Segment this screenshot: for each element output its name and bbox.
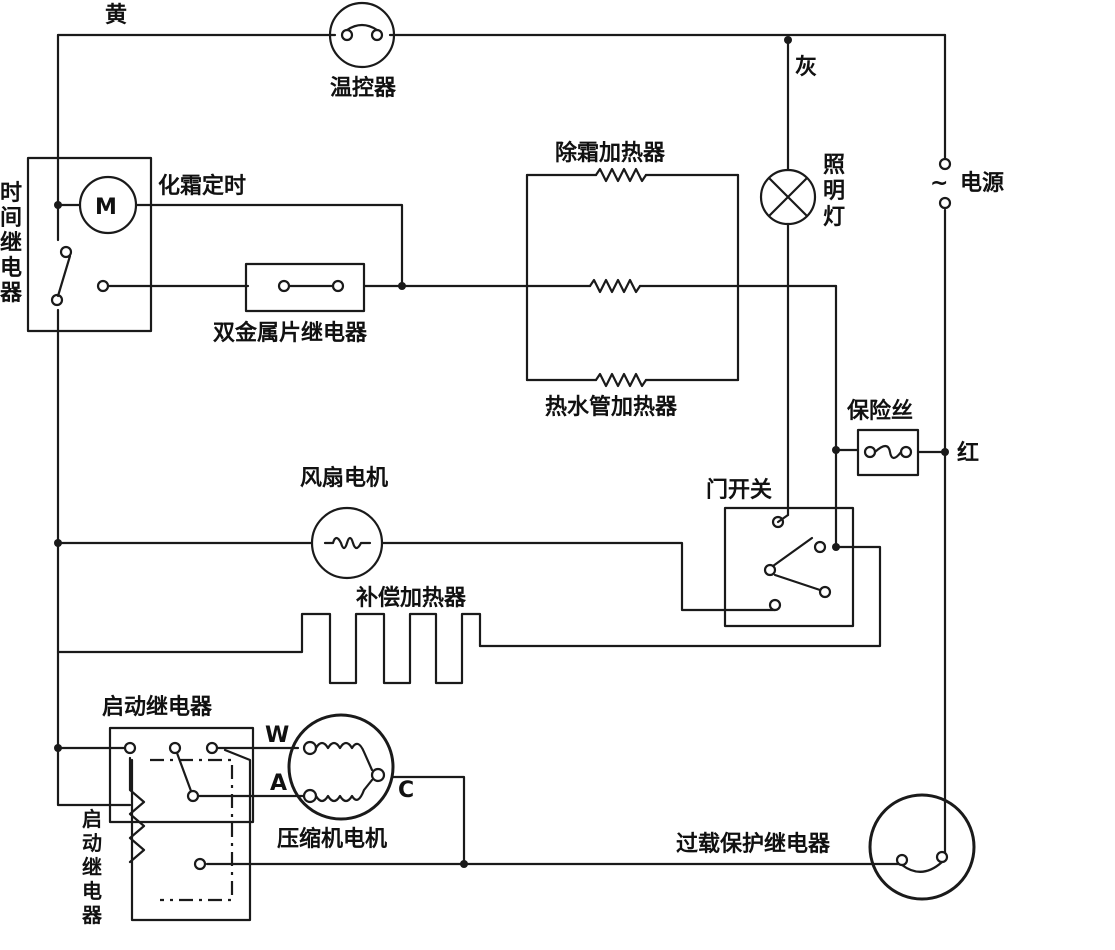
label-hot-water-heater: 热水管加热器 xyxy=(545,394,678,420)
label-time-relay-3: 继 xyxy=(0,230,22,256)
label-c: C xyxy=(398,778,414,803)
label-motor-m: M xyxy=(95,195,117,220)
labels: 黄 温控器 灰 时 间 继 电 器 M 化霜定时 除霜加热器 照 明 灯 ~ 电… xyxy=(0,3,1004,927)
label-start-relay-top: 启动继电器 xyxy=(102,694,213,720)
wires xyxy=(56,33,947,922)
label-thermostat: 温控器 xyxy=(330,75,397,101)
label-gray: 灰 xyxy=(795,54,817,80)
label-lamp-3: 灯 xyxy=(823,205,845,230)
label-time-relay-2: 间 xyxy=(0,206,22,231)
label-start-relay-side-1: 启 xyxy=(82,807,102,831)
label-start-relay-side-5: 器 xyxy=(81,903,103,927)
label-defrost-timer: 化霜定时 xyxy=(158,173,246,199)
label-start-relay-side-2: 动 xyxy=(82,831,102,855)
thermostat xyxy=(328,1,792,69)
compressor-motor xyxy=(287,713,468,868)
label-start-relay-side-4: 电 xyxy=(82,879,102,903)
label-tilde: ~ xyxy=(930,171,948,196)
label-comp-heater: 补偿加热器 xyxy=(355,585,467,611)
start-relay xyxy=(54,726,255,902)
bimetal-relay xyxy=(244,262,366,313)
label-bimetal-relay: 双金属片继电器 xyxy=(213,320,368,346)
label-defrost-heater: 除霜加热器 xyxy=(555,140,666,166)
lamp xyxy=(759,168,817,226)
label-door-switch: 门开关 xyxy=(706,477,772,503)
label-time-relay-1: 时 xyxy=(0,181,22,206)
label-fan-motor: 风扇电机 xyxy=(300,465,388,491)
door-switch xyxy=(723,506,855,628)
label-overload-relay: 过载保护继电器 xyxy=(676,831,831,857)
label-time-relay-5: 器 xyxy=(0,281,23,306)
time-relay xyxy=(26,156,406,333)
fuse xyxy=(832,428,949,477)
label-w: W xyxy=(265,723,289,748)
label-fuse: 保险丝 xyxy=(846,398,913,424)
label-time-relay-4: 电 xyxy=(0,256,22,281)
overload-relay xyxy=(868,793,976,901)
label-power: 电源 xyxy=(960,171,1004,196)
label-yellow: 黄 xyxy=(105,3,127,28)
fan-motor xyxy=(54,506,384,580)
heater-resistors xyxy=(588,167,648,388)
label-a: A xyxy=(270,771,287,796)
label-lamp-1: 照 xyxy=(823,153,845,178)
label-compressor-motor: 压缩机电机 xyxy=(277,826,387,852)
power-terminals xyxy=(938,157,952,210)
label-lamp-2: 明 xyxy=(823,179,845,204)
label-start-relay-side-3: 继 xyxy=(82,855,102,879)
label-red: 红 xyxy=(957,440,979,466)
